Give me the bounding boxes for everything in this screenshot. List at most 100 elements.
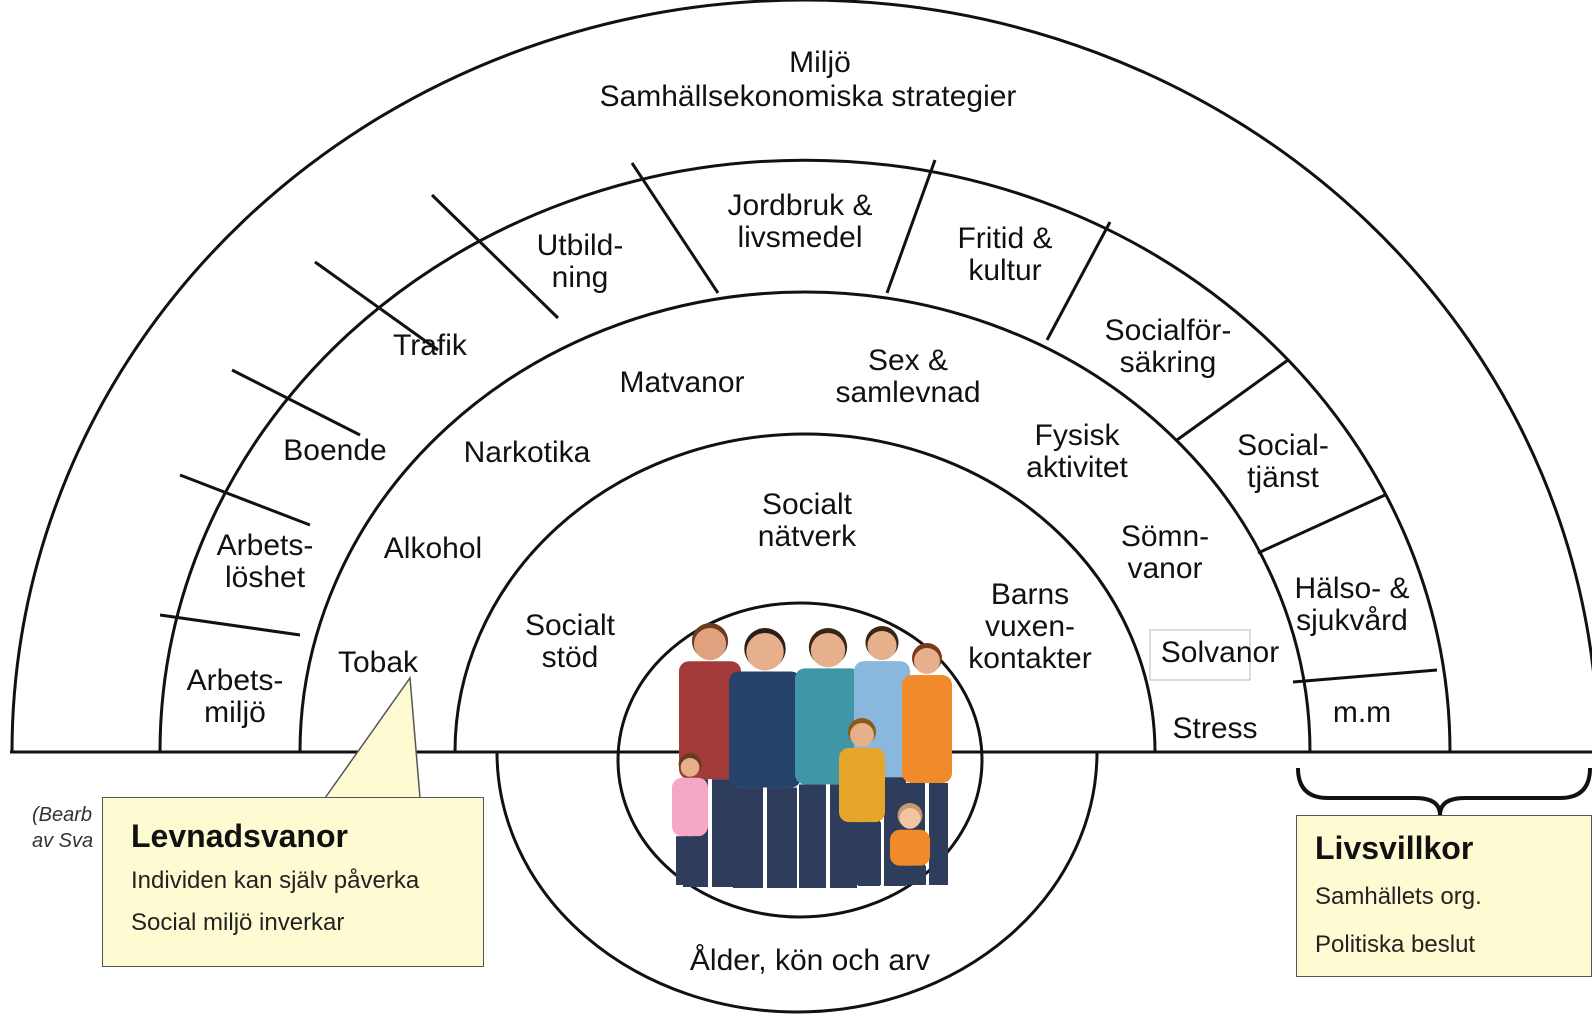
social-label-1-line-1: nätverk: [758, 520, 857, 553]
levnadsvanor-label-2-line-0: Narkotika: [464, 436, 591, 469]
livsvillkor-label-4-line-1: ning: [552, 261, 609, 294]
core-ring-lower: [495, 751, 1099, 1014]
livsvillkor-label-5: Jordbruk &livsmedel: [727, 189, 872, 254]
livsvillkor-label-10: m.m: [1333, 696, 1391, 729]
livsvillkor-label-1-line-1: löshet: [225, 561, 306, 594]
livsvillkor-labels: Arbets-miljöArbets-löshetBoendeTrafikUtb…: [187, 189, 1410, 729]
segment-dividers: [159, 159, 1438, 684]
levnadsvanor-label-5-line-1: aktivitet: [1026, 451, 1128, 484]
callout-livsvillkor-title: Livsvillkor: [1315, 830, 1474, 866]
social-ring: [453, 432, 1157, 753]
levnadsvanor-label-7-line-0: Solvanor: [1161, 636, 1279, 669]
livsvillkor-label-4-line-0: Utbild-: [537, 229, 624, 262]
levnadsvanor-label-6: Sömn-vanor: [1121, 520, 1209, 585]
livsvillkor-label-8-line-0: Social-: [1237, 429, 1329, 462]
family-member-7: [890, 803, 930, 885]
levnadsvanor-label-1: Alkohol: [384, 532, 482, 565]
segment-divider-8: [1176, 358, 1289, 442]
livsvillkor-brace: [1296, 767, 1592, 816]
family-member-6: [839, 718, 885, 885]
livsvillkor-label-3-line-0: Trafik: [393, 329, 468, 362]
levnadsvanor-label-4-line-0: Sex &: [868, 344, 948, 377]
levnadsvanor-label-3: Matvanor: [619, 366, 744, 399]
livsvillkor-label-6-line-0: Fritid &: [957, 222, 1052, 255]
segment-divider-4: [430, 193, 560, 320]
levnadsvanor-ring: [298, 290, 1312, 753]
callout-livsvillkor: Livsvillkor Samhällets org. Politiska be…: [1296, 815, 1592, 977]
source-note: (Bearb av Sva: [32, 802, 93, 854]
livsvillkor-label-2-line-0: Boende: [283, 434, 386, 467]
levnadsvanor-label-6-line-1: vanor: [1127, 552, 1202, 585]
segment-divider-3: [314, 260, 439, 352]
livsvillkor-label-0-line-0: Arbets-: [187, 664, 284, 697]
family-member-5: [672, 753, 708, 885]
levnadsvanor-label-8-line-0: Stress: [1172, 712, 1257, 745]
family-illustration: [672, 623, 952, 888]
segment-divider-9: [1257, 493, 1386, 555]
levnadsvanor-label-2: Narkotika: [464, 436, 591, 469]
callout-livsvillkor-line1: Samhällets org.: [1315, 883, 1482, 910]
livsvillkor-label-9: Hälso- &sjukvård: [1294, 572, 1409, 637]
livsvillkor-label-7-line-0: Socialför-: [1105, 314, 1232, 347]
livsvillkor-label-1: Arbets-löshet: [217, 529, 314, 594]
livsvillkor-label-6-line-1: kultur: [968, 254, 1041, 287]
source-note-line2: av Sva: [32, 830, 94, 852]
livsvillkor-label-6: Fritid &kultur: [957, 222, 1052, 287]
segment-divider-0: [159, 613, 301, 637]
family-member-1: [729, 628, 801, 888]
callout-levnadsvanor-line2: Social miljö inverkar: [131, 909, 345, 936]
livsvillkor-label-0-line-1: miljö: [204, 696, 266, 729]
social-label-0-line-1: stöd: [542, 641, 599, 674]
livsvillkor-label-5-line-1: livsmedel: [737, 221, 862, 254]
livsvillkor-label-8: Social-tjänst: [1237, 429, 1329, 494]
segment-divider-10: [1292, 668, 1438, 684]
social-label-2-line-0: Barns: [991, 578, 1069, 611]
livsvillkor-label-9-line-1: sjukvård: [1296, 604, 1408, 637]
levnadsvanor-label-0-line-0: Tobak: [338, 646, 419, 679]
social-label-0-line-0: Socialt: [525, 609, 616, 642]
levnadsvanor-label-6-line-0: Sömn-: [1121, 520, 1209, 553]
social-label-2-line-1: vuxen-: [985, 610, 1075, 643]
levnadsvanor-label-3-line-0: Matvanor: [619, 366, 744, 399]
levnadsvanor-label-0: Tobak: [338, 646, 419, 679]
outer-ring: [10, 0, 1592, 753]
social-label-2-line-2: kontakter: [968, 642, 1091, 675]
social-label-1-line-0: Socialt: [762, 488, 853, 521]
callout-levnadsvanor: Levnadsvanor Individen kan själv påverka…: [102, 797, 484, 967]
outer-label-miljo: Miljö: [789, 46, 851, 79]
livsvillkor-label-5-line-0: Jordbruk &: [727, 189, 872, 222]
levnadsvanor-label-4: Sex &samlevnad: [835, 344, 980, 409]
livsvillkor-label-4: Utbild-ning: [537, 229, 624, 294]
livsvillkor-label-7: Socialför-säkring: [1105, 314, 1232, 379]
livsvillkor-ring: [158, 158, 1452, 753]
callout-levnadsvanor-line1: Individen kan själv påverka: [131, 867, 420, 894]
levnadsvanor-label-5-line-0: Fysisk: [1035, 419, 1121, 452]
segment-divider-5: [630, 162, 720, 294]
solvanor-box: [1149, 629, 1251, 681]
callout-livsvillkor-line2: Politiska beslut: [1315, 931, 1476, 958]
livsvillkor-label-10-line-0: m.m: [1333, 696, 1391, 729]
levnadsvanor-labels: Tobak Alkohol Narkotika Matvanor Sex &samlev…: [338, 344, 1279, 745]
livsvillkor-label-7-line-1: säkring: [1120, 346, 1217, 379]
livsvillkor-label-2: Boende: [283, 434, 386, 467]
outer-label-strategier: Samhällsekonomiska strategier: [600, 80, 1017, 113]
levnadsvanor-label-4-line-1: samlevnad: [835, 376, 980, 409]
livsvillkor-label-0: Arbets-miljö: [187, 664, 284, 729]
callout-levnadsvanor-title: Levnadsvanor: [131, 818, 348, 854]
source-note-line1: (Bearb: [32, 804, 93, 826]
levnadsvanor-label-1-line-0: Alkohol: [384, 532, 482, 565]
livsvillkor-label-9-line-0: Hälso- &: [1294, 572, 1409, 605]
core-label: Ålder, kön och arv: [690, 944, 930, 977]
livsvillkor-label-3: Trafik: [393, 329, 468, 362]
segment-divider-7: [1045, 221, 1112, 341]
levnadsvanor-label-8: Stress: [1172, 712, 1257, 745]
segment-divider-1: [179, 473, 311, 527]
callout-left-pointer: [324, 675, 421, 799]
levnadsvanor-label-7: Solvanor: [1161, 636, 1279, 669]
